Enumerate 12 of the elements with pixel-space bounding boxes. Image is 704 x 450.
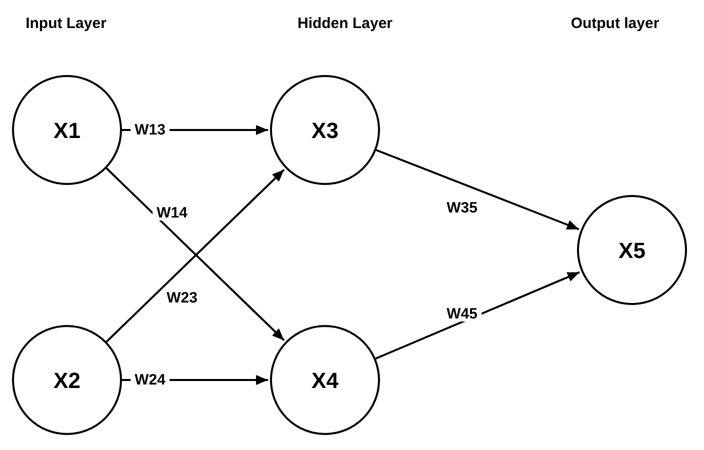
node-label: X5 [618, 236, 646, 264]
node-label: X3 [312, 116, 338, 144]
edge-label: W13 [130, 122, 170, 138]
arrow [376, 149, 580, 230]
node-label: X4 [312, 366, 338, 394]
layer-heading: Hidden Layer [297, 14, 393, 34]
edge-label: W24 [130, 372, 170, 388]
arrow [375, 271, 580, 360]
layer-heading: Input Layer [26, 14, 106, 34]
node-label: X2 [54, 366, 80, 394]
layer-heading: Output layer [570, 14, 660, 34]
node-label: X1 [54, 116, 80, 144]
